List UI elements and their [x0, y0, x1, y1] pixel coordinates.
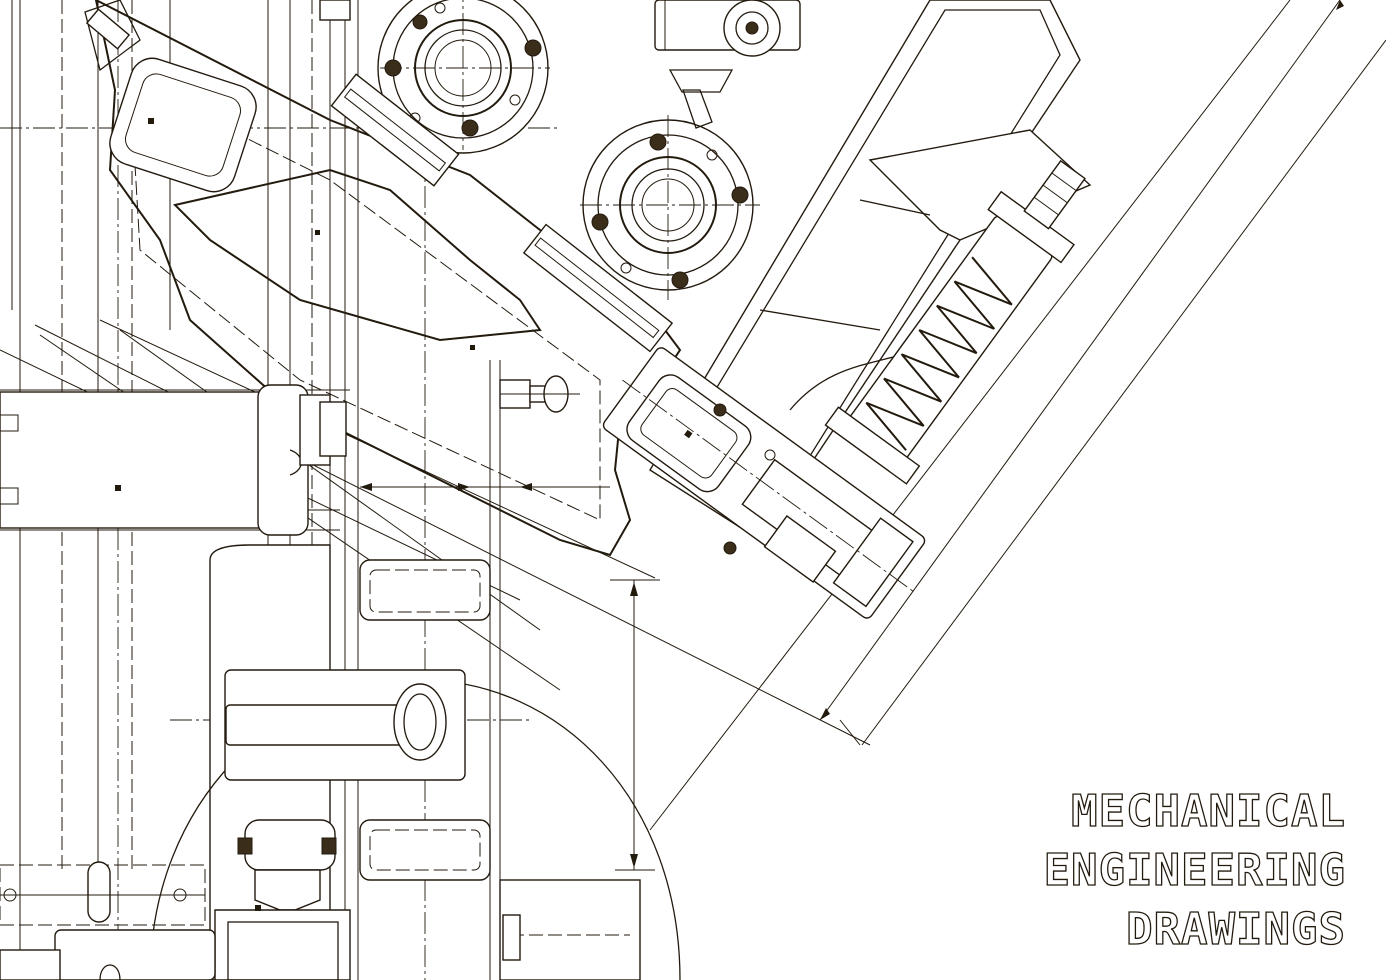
- bottom-left-parts: [0, 861, 216, 980]
- valve-lower: [522, 69, 760, 353]
- vertical-dimension: [610, 579, 660, 871]
- bottom-centre-parts: [499, 879, 641, 980]
- spring-damper: [824, 159, 1086, 485]
- detail-circle: [149, 669, 681, 980]
- title-block: MECHANICAL ENGINEERING DRAWINGS: [1043, 785, 1346, 955]
- title-line-2: ENGINEERING: [1044, 845, 1346, 896]
- bolt-knob: [499, 375, 580, 413]
- valve-upper: [330, 0, 550, 187]
- title-line-1: MECHANICAL: [1071, 786, 1346, 837]
- title-line-3: DRAWINGS: [1126, 904, 1346, 955]
- inclined-housing: [84, 0, 682, 557]
- mounting-bracket: [602, 347, 926, 619]
- shaft-coupling: [0, 384, 347, 536]
- valve-head-top: [654, 0, 801, 57]
